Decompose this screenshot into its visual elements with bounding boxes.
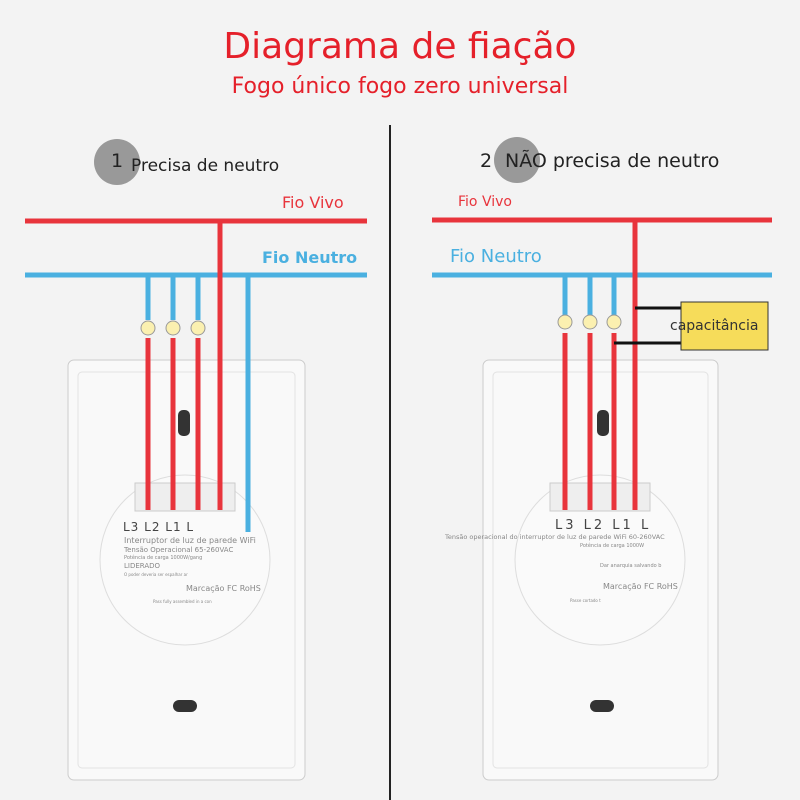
module-text: Passe cortado t [570,598,601,603]
step-number-left: 1 [111,150,124,172]
module-text: Tensão operacional do interruptor de luz… [445,533,665,541]
neutral-label-right: Fio Neutro [450,246,542,267]
module-text: Pass fully assembled in a con [153,599,212,604]
terminal-labels-right: L3 L2 L1 L [555,518,652,533]
switch-plate-right [482,359,719,781]
bulb-icons-left [140,320,206,336]
neutral-label-left: Fio Neutro [262,248,358,267]
bulb-icons-right [557,314,622,330]
module-text: Potência de carga 1000W/gang [124,555,203,561]
capacitor [680,301,769,351]
step-circle-right [494,137,540,183]
capacitor-label: capacitância [670,318,759,334]
live-label-left: Fio Vivo [282,193,344,212]
module-text: Dar anarquia salvando b [600,563,662,569]
switch-plate-left [67,359,306,781]
right-heading: NÃO precisa de neutro [505,150,720,172]
page-subtitle: Fogo único fogo zero universal [231,74,569,99]
module-text: Potência de carga 1000W [580,543,645,549]
module-text: O poder deveria ser espalhar ar [124,572,188,577]
module-text: Interruptor de luz de parede WiFi [124,536,256,545]
module-text: Tensão Operacional 65-260VAC [124,546,234,554]
left-heading: Precisa de neutro [131,156,280,176]
step-circle-left [94,139,140,185]
terminal-labels-left: L3 L2 L1 L [123,520,195,534]
module-text: LIDERADO [124,562,161,570]
module-text: Marcação FC RoHS [603,582,678,591]
page-title: Diagrama de fiação [223,26,577,67]
live-label-right: Fio Vivo [458,194,512,210]
step-number-right: 2 [480,150,493,172]
module-text: Marcação FC RoHS [186,584,261,593]
